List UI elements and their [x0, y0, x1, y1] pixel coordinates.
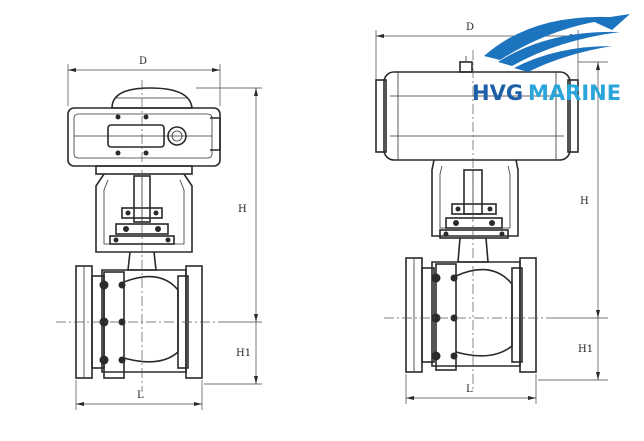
right-dim-H1-label: H1	[578, 344, 593, 355]
logo-text-marine: MARINE	[528, 81, 621, 105]
ship-swoosh-icon	[484, 14, 630, 72]
left-dim-L-label: L	[137, 390, 144, 401]
hvg-marine-logo: HVG MARINE	[472, 14, 630, 105]
right-valve	[375, 50, 579, 392]
right-dim-D-label: D	[466, 22, 474, 33]
left-dimensions	[67, 64, 262, 410]
left-valve	[56, 80, 222, 392]
right-dim-L-label: L	[466, 384, 473, 395]
left-dim-D-label: D	[139, 56, 147, 67]
left-dim-H-label: H	[238, 204, 247, 215]
right-dimensions	[375, 30, 608, 404]
right-dim-H-label: H	[580, 196, 589, 207]
left-dim-H1-label: H1	[236, 348, 251, 359]
logo-text-hvg: HVG	[472, 81, 523, 105]
